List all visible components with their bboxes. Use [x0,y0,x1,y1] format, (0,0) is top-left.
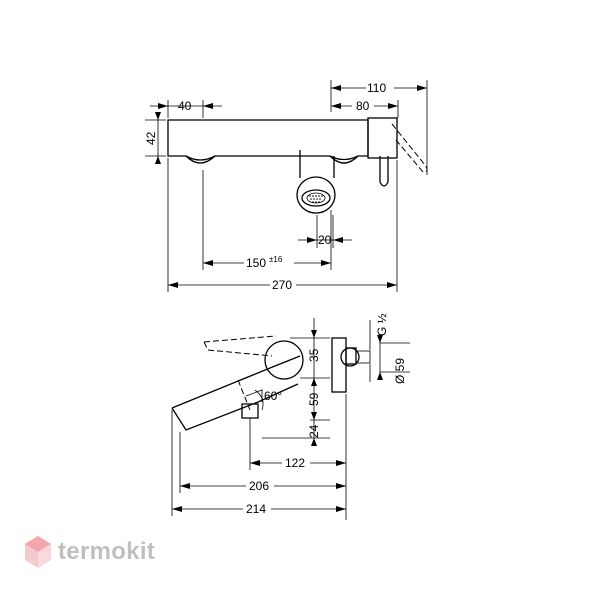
handle-disk [264,340,304,380]
dim-thread-label: G ½ [375,313,389,336]
side-view: 60° G ½ Ø 59 35 59 24 122 [171,313,410,520]
aerator-inner [306,192,326,204]
wall-plate [331,337,347,393]
spout-body [171,355,301,431]
spout-inner [237,379,251,411]
dim-122-label: 122 [285,456,305,470]
dim-59-label: 59 [307,392,321,406]
dim-40-label: 40 [178,99,192,113]
watermark-text: termokit [58,538,156,565]
mixer-body-outline [167,119,369,161]
lever-alt-position [203,335,277,357]
dim-150-tolerance: ±16 [269,255,283,264]
spout-outlet [296,176,336,214]
handle-cap [367,117,398,159]
thread-stub [355,350,371,364]
aerator-outer [301,189,331,207]
handle-lever [379,156,389,187]
outlet-detail [245,389,263,402]
aerator-mesh [309,195,323,203]
spout-outline [299,150,335,178]
wall-connector [345,347,357,365]
dim-206-label: 206 [249,479,269,493]
outlet-fitting [241,403,259,419]
angle-label: 60° [264,389,282,403]
dim-110-label: 110 [367,81,386,95]
top-view: 110 80 40 42 20 150 [144,80,428,292]
dim-270-label: 270 [272,278,292,292]
dim-42-label: 42 [144,131,158,145]
dim-214-label: 214 [246,502,266,516]
connector-nut [340,347,360,367]
left-rosette [185,155,216,164]
dim-35-label: 35 [307,348,321,362]
dim-diam59-label: Ø 59 [393,358,407,384]
watermark: termokit [24,535,155,569]
dim-20-label: 20 [318,233,332,247]
dim-24-label: 24 [307,424,321,438]
angle-arc [254,389,264,411]
termokit-logo-icon [25,536,51,568]
right-rosette [329,155,359,164]
dim-150-label: 150 [246,256,266,270]
dim-80-label: 80 [356,99,370,113]
